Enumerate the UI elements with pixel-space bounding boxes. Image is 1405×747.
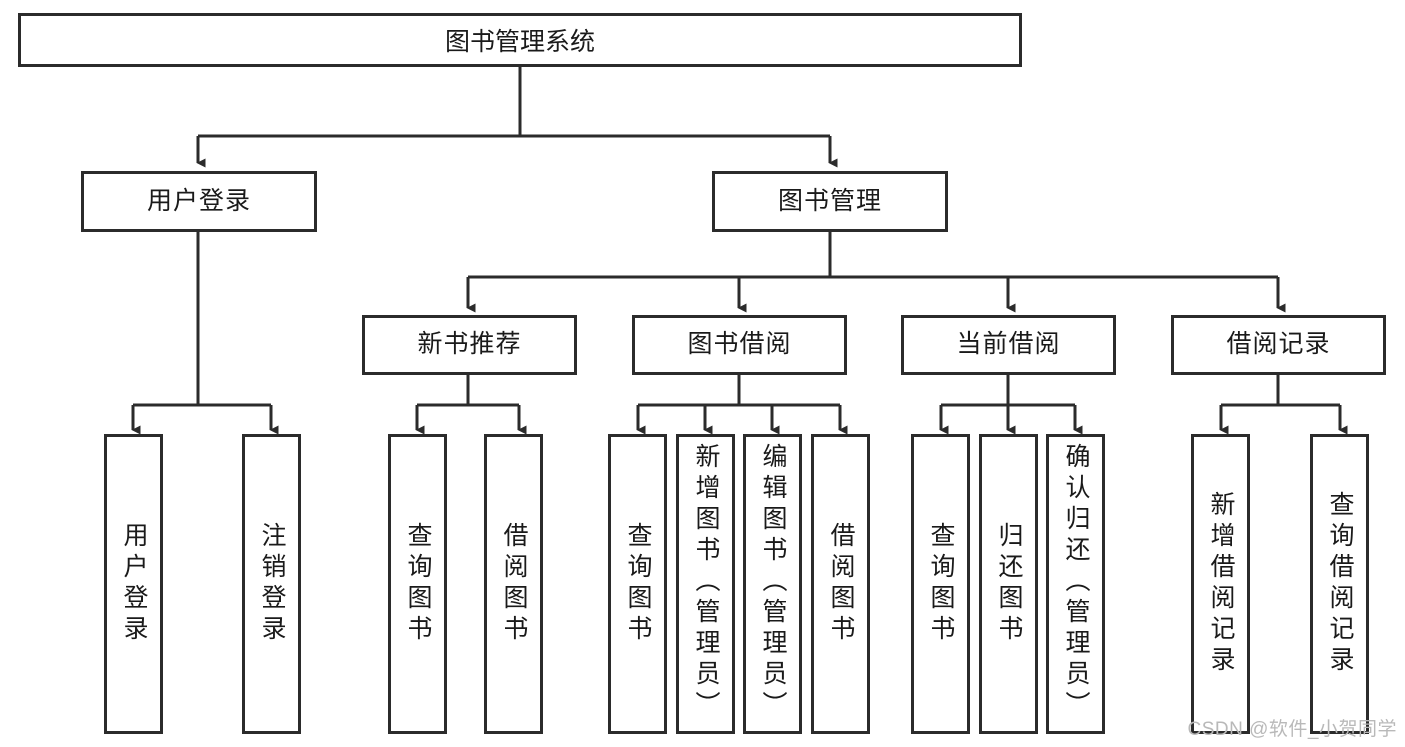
node-current-borrow[interactable]: 当前借阅 xyxy=(901,315,1116,375)
node-leaf-borrow-book-recommend-label: 借阅图书 xyxy=(500,522,528,646)
node-leaf-edit-book-label: 编辑图书（管理员） xyxy=(759,443,787,722)
node-leaf-add-borrow-record[interactable]: 新增借阅记录 xyxy=(1191,434,1250,734)
node-leaf-add-book[interactable]: 新增图书（管理员） xyxy=(676,434,735,734)
node-new-book-recommend-label: 新书推荐 xyxy=(417,330,522,359)
node-leaf-query-book-borrow-label: 查询图书 xyxy=(624,522,652,646)
node-book-borrow[interactable]: 图书借阅 xyxy=(632,315,847,375)
node-leaf-query-book-current-label: 查询图书 xyxy=(927,522,955,646)
node-leaf-return-book[interactable]: 归还图书 xyxy=(979,434,1038,734)
node-leaf-add-borrow-record-label: 新增借阅记录 xyxy=(1207,491,1235,677)
node-leaf-user-login[interactable]: 用户登录 xyxy=(104,434,163,734)
node-leaf-query-book-current[interactable]: 查询图书 xyxy=(911,434,970,734)
node-leaf-query-borrow-record[interactable]: 查询借阅记录 xyxy=(1310,434,1369,734)
node-leaf-edit-book[interactable]: 编辑图书（管理员） xyxy=(743,434,802,734)
node-book-manage[interactable]: 图书管理 xyxy=(712,171,948,232)
node-user-login-label: 用户登录 xyxy=(146,186,251,215)
node-leaf-return-book-label: 归还图书 xyxy=(995,522,1023,646)
node-current-borrow-label: 当前借阅 xyxy=(956,330,1061,359)
node-book-borrow-label: 图书借阅 xyxy=(687,330,792,359)
csdn-watermark: CSDN @软件_小贺同学 xyxy=(1187,719,1397,740)
node-leaf-confirm-return-label: 确认归还（管理员） xyxy=(1062,443,1090,722)
node-leaf-query-book-borrow[interactable]: 查询图书 xyxy=(608,434,667,734)
node-user-login[interactable]: 用户登录 xyxy=(81,171,317,232)
node-leaf-logout[interactable]: 注销登录 xyxy=(242,434,301,734)
node-new-book-recommend[interactable]: 新书推荐 xyxy=(362,315,577,375)
node-leaf-logout-label: 注销登录 xyxy=(258,522,286,646)
node-root-system[interactable]: 图书管理系统 xyxy=(18,13,1022,67)
node-leaf-query-book-recommend[interactable]: 查询图书 xyxy=(388,434,447,734)
node-leaf-query-borrow-record-label: 查询借阅记录 xyxy=(1326,491,1354,677)
node-leaf-borrow-book-borrow-label: 借阅图书 xyxy=(827,522,855,646)
node-leaf-borrow-book-borrow[interactable]: 借阅图书 xyxy=(811,434,870,734)
node-leaf-user-login-label: 用户登录 xyxy=(120,522,148,646)
node-leaf-query-book-recommend-label: 查询图书 xyxy=(404,522,432,646)
node-root-label: 图书管理系统 xyxy=(444,28,595,56)
node-book-manage-label: 图书管理 xyxy=(777,186,882,215)
node-borrow-record[interactable]: 借阅记录 xyxy=(1171,315,1386,375)
node-borrow-record-label: 借阅记录 xyxy=(1226,330,1331,359)
node-leaf-add-book-label: 新增图书（管理员） xyxy=(692,443,720,722)
node-leaf-borrow-book-recommend[interactable]: 借阅图书 xyxy=(484,434,543,734)
node-leaf-confirm-return[interactable]: 确认归还（管理员） xyxy=(1046,434,1105,734)
